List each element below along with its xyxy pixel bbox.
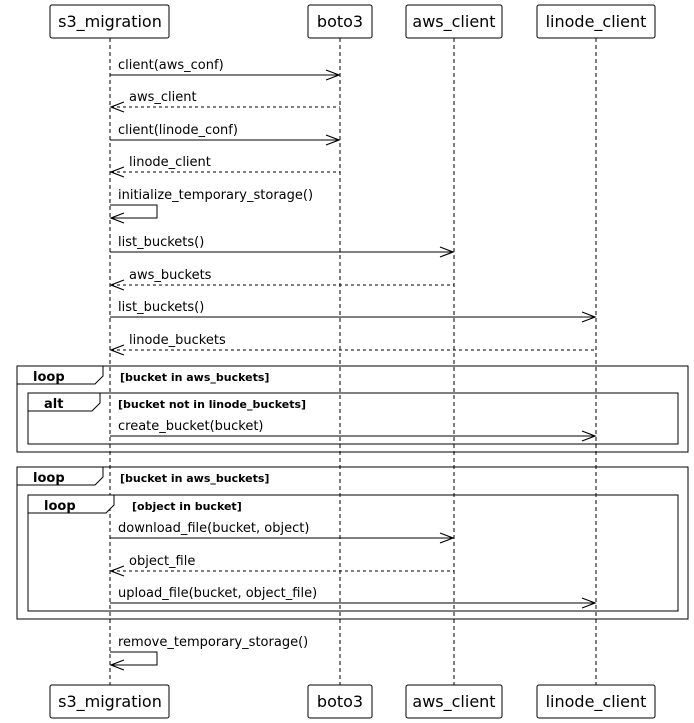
participant-label: boto3 <box>317 692 363 711</box>
message-initialize-temporary-storage: initialize_temporary_storage() <box>109 188 313 224</box>
fragment-loop-bucket-2: loop [bucket in aws_buckets] <box>16 466 689 620</box>
message-return-linode-client: linode_client <box>109 155 340 178</box>
fragment-operator: alt <box>44 397 63 412</box>
participant-label: boto3 <box>317 12 363 31</box>
message-list-buckets-linode: list_buckets() <box>110 300 597 323</box>
message-client-aws-conf: client(aws_conf) <box>110 58 341 81</box>
message-label: list_buckets() <box>118 235 204 250</box>
fragment-alt-bucket: alt [bucket not in linode_buckets] <box>27 392 679 445</box>
message-list-buckets-aws: list_buckets() <box>110 235 455 258</box>
message-download-file: download_file(bucket, object) <box>110 521 455 544</box>
fragment-guard: [bucket not in linode_buckets] <box>118 398 306 411</box>
participant-label: s3_migration <box>58 692 162 712</box>
message-label: download_file(bucket, object) <box>118 521 309 536</box>
message-label: client(linode_conf) <box>118 123 238 138</box>
message-client-linode-conf: client(linode_conf) <box>110 123 341 146</box>
fragment-loop-bucket-1: loop [bucket in aws_buckets] <box>16 365 689 453</box>
participant-s3-migration-top: s3_migration <box>49 4 170 39</box>
message-label: aws_client <box>129 90 197 105</box>
participant-label: aws_client <box>412 692 495 712</box>
message-upload-file: upload_file(bucket, object_file) <box>110 586 597 609</box>
fragment-guard: [bucket in aws_buckets] <box>120 371 269 384</box>
participant-boto3-top: boto3 <box>307 4 373 39</box>
message-label: list_buckets() <box>118 300 204 315</box>
participant-label: aws_client <box>412 12 495 32</box>
fragment-operator: loop <box>44 499 76 514</box>
participant-label: s3_migration <box>58 12 162 32</box>
message-return-aws-client: aws_client <box>109 90 340 113</box>
message-label: linode_client <box>129 155 211 170</box>
message-return-object-file: object_file <box>109 554 454 577</box>
message-return-aws-buckets: aws_buckets <box>109 268 454 291</box>
message-label: remove_temporary_storage() <box>118 635 308 650</box>
message-create-bucket: create_bucket(bucket) <box>110 419 597 442</box>
message-label: create_bucket(bucket) <box>118 419 264 434</box>
message-remove-temporary-storage: remove_temporary_storage() <box>109 635 308 671</box>
message-label: aws_buckets <box>129 268 212 283</box>
participant-label: linode_client <box>546 12 647 32</box>
message-label: object_file <box>129 554 195 569</box>
fragment-guard: [bucket in aws_buckets] <box>120 472 269 485</box>
message-label: linode_buckets <box>129 333 226 348</box>
participant-linode-client-top: linode_client <box>536 4 656 39</box>
participant-aws-client-top: aws_client <box>405 4 503 39</box>
participant-label: linode_client <box>546 692 647 712</box>
participant-aws-client-bottom: aws_client <box>405 684 503 719</box>
message-label: initialize_temporary_storage() <box>118 188 313 203</box>
fragment-operator: loop <box>33 370 65 385</box>
participant-linode-client-bottom: linode_client <box>536 684 656 719</box>
fragment-guard: [object in bucket] <box>132 500 242 513</box>
message-return-linode-buckets: linode_buckets <box>109 333 596 356</box>
message-label: client(aws_conf) <box>118 58 224 73</box>
fragment-loop-object: loop [object in bucket] <box>27 494 679 612</box>
participant-s3-migration-bottom: s3_migration <box>49 684 170 719</box>
message-label: upload_file(bucket, object_file) <box>118 586 317 601</box>
fragment-operator: loop <box>33 471 65 486</box>
participant-boto3-bottom: boto3 <box>307 684 373 719</box>
